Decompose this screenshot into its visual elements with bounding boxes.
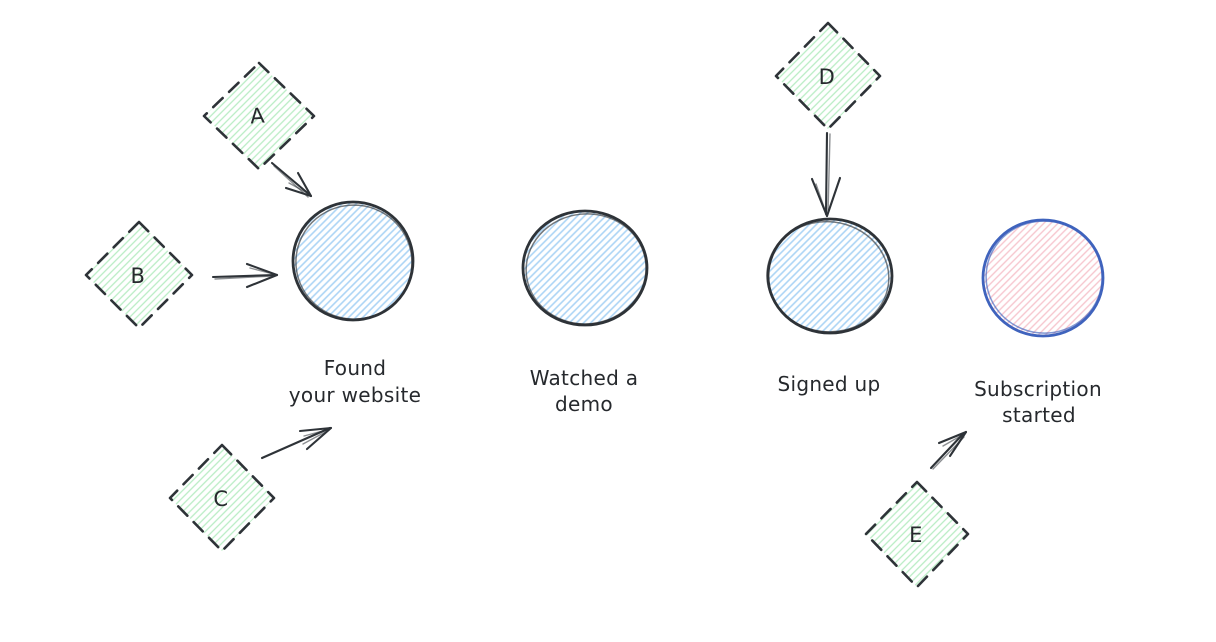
diamond-b-label: B (131, 264, 146, 288)
arrow-b-head-2 (245, 273, 279, 289)
arrow-e-shaft (929, 432, 965, 470)
diamond-e-label: E (909, 523, 923, 547)
arrow-e-head-sketch (942, 433, 965, 447)
arrow-e-head-2 (948, 430, 968, 458)
circle-watched-demo-outline-sketch (525, 213, 647, 325)
diamond-d-label: D (819, 65, 836, 89)
circle-watched-demo-outline (521, 209, 649, 327)
arrow-a-head-2 (296, 171, 313, 198)
arrow-c-shaft (260, 426, 332, 460)
diamond-e-shape (864, 480, 970, 589)
arrow-a-shaft (270, 161, 312, 197)
arrow-c-to-found-website[interactable] (260, 426, 333, 460)
node-circle-found-website[interactable]: Found your website (289, 200, 421, 407)
arrow-c-head-2 (298, 426, 333, 433)
arrow-e-head-1 (937, 430, 968, 445)
circle-signed-up-outline-sketch (766, 220, 890, 333)
arrow-d-head-sketch (815, 183, 827, 214)
circle-signed-up-fill (768, 219, 892, 333)
arrow-a-head-1 (284, 186, 313, 198)
node-diamond-a[interactable]: A (202, 61, 316, 171)
circle-signed-up-outline (766, 217, 894, 335)
node-circle-signed-up[interactable]: Signed up (761, 215, 895, 396)
arrow-d-shaft-sketch (827, 133, 831, 214)
arrow-a-shaft-sketch (273, 165, 309, 198)
caption-found-website-line2: your website (289, 383, 421, 407)
diamond-c-label: C (213, 487, 228, 511)
node-diamond-d[interactable]: D (774, 21, 882, 131)
arrow-c-head-sketch-1 (302, 429, 330, 445)
arrow-d-shaft (824, 131, 829, 216)
circle-found-website-outline-sketch (295, 204, 413, 320)
caption-watched-demo-line2: demo (555, 392, 613, 416)
caption-subscription-line1: Subscription (974, 377, 1102, 401)
arrow-b-head-sketch (249, 267, 274, 275)
node-diamond-c[interactable]: C (168, 443, 276, 553)
arrow-b-to-found-website[interactable] (211, 262, 279, 289)
node-circle-watched-demo[interactable]: Watched a demo (521, 208, 652, 416)
diamond-b-shape (84, 220, 194, 330)
diamond-c-shape (168, 443, 276, 553)
arrow-c-head-sketch-2 (303, 428, 331, 437)
circle-subscription-outline (981, 218, 1105, 338)
diamond-d-shape (774, 21, 882, 131)
arrow-e-to-subscription[interactable] (929, 430, 968, 470)
caption-watched-demo-line1: Watched a (530, 366, 639, 390)
caption-subscription-line2: started (1002, 403, 1076, 427)
circle-subscription-fill (983, 220, 1103, 336)
node-circle-subscription-started[interactable]: Subscription started (974, 215, 1108, 427)
node-diamond-e[interactable]: E (864, 480, 970, 589)
diamond-a-shape (202, 61, 316, 171)
circle-subscription-outline-sketch (985, 220, 1103, 334)
arrow-b-shaft-sketch (214, 275, 274, 280)
circle-found-website-fill (293, 202, 413, 320)
arrow-a-to-found-website[interactable] (270, 161, 313, 198)
node-diamond-b[interactable]: B (84, 220, 194, 330)
caption-found-website-line1: Found (324, 356, 387, 380)
diamond-a-label: A (249, 104, 266, 129)
circle-found-website-outline (291, 200, 415, 322)
circle-watched-demo-fill (523, 211, 647, 325)
arrow-d-to-signed-up[interactable] (810, 131, 842, 218)
caption-signed-up: Signed up (777, 372, 880, 396)
arrow-a-head-sketch (288, 182, 310, 195)
arrow-d-head-2 (825, 176, 842, 218)
arrow-b-shaft (211, 273, 277, 279)
